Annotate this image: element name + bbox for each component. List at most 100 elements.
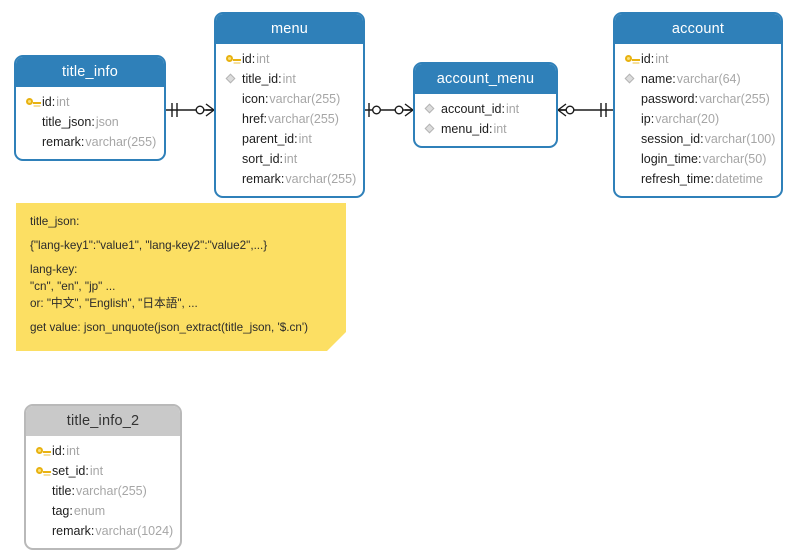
field-name: title [52,484,72,498]
field-type: int [282,72,296,86]
no-icon [25,132,42,152]
field-colon: : [90,524,95,538]
field-colon: : [69,504,73,518]
field-row[interactable]: id: int [26,441,180,461]
field-row[interactable]: session_id: varchar(100) [615,129,781,149]
no-icon [35,501,52,521]
field-row[interactable]: icon: varchar(255) [216,89,363,109]
field-row[interactable]: login_time: varchar(50) [615,149,781,169]
no-icon [624,129,641,149]
field-row[interactable]: remark: varchar(255) [216,169,363,189]
field-type: varchar(100) [704,132,776,146]
field-colon: : [51,95,56,109]
entity-fields-account: id: int name: varchar(64) password: varc… [615,44,781,196]
entity-title-title_info_2: title_info_2 [26,406,180,436]
field-type: json [95,115,119,129]
entity-menu[interactable]: menu id: int title_id: int icon: varchar… [214,12,365,198]
note-line: "cn", "en", "jp" ... [30,280,116,293]
field-name: password [641,92,695,106]
no-icon [35,521,52,541]
field-colon: : [501,102,505,116]
field-row[interactable]: password: varchar(255) [615,89,781,109]
field-type: varchar(255) [85,135,157,149]
field-type: int [298,132,312,146]
field-type: varchar(255) [269,92,341,106]
field-name: title_json [42,115,92,129]
field-colon: : [263,112,268,126]
key-icon [35,441,52,461]
field-row[interactable]: name: varchar(64) [615,69,781,89]
field-row[interactable]: sort_id: int [216,149,363,169]
field-name: remark [242,172,281,186]
field-colon: : [650,112,655,126]
note-line: lang-key: [30,263,78,276]
key-icon [225,49,242,69]
field-type: varchar(50) [702,152,767,166]
field-type: int [89,464,104,478]
field-type: int [256,52,270,66]
field-colon: : [85,464,89,478]
field-row[interactable]: account_id: int [415,99,556,119]
key-icon [35,461,52,481]
entity-account_menu[interactable]: account_menu account_id: int menu_id: in… [413,62,558,148]
field-type: varchar(255) [75,484,147,498]
field-name: remark [42,135,81,149]
diamond-icon [624,69,641,89]
field-name: login_time [641,152,698,166]
field-colon: : [61,444,66,458]
entity-title-menu: menu [216,14,363,44]
field-row[interactable]: title_id: int [216,69,363,89]
field-colon: : [91,115,95,129]
entity-fields-menu: id: int title_id: int icon: varchar(255)… [216,44,363,196]
field-row[interactable]: parent_id: int [216,129,363,149]
no-icon [624,169,641,189]
field-row[interactable]: id: int [216,49,363,69]
field-row[interactable]: title: varchar(255) [26,481,180,501]
field-row[interactable]: tag: enum [26,501,180,521]
no-icon [35,481,52,501]
field-row[interactable]: remark: varchar(255) [16,132,164,152]
diamond-icon [424,99,441,119]
field-name: set_id [52,464,86,478]
field-name: id [641,52,651,66]
sticky-note-title-json[interactable]: title_json: {"lang-key1":"value1", "lang… [16,203,346,351]
no-icon [225,89,242,109]
field-type: int [284,152,298,166]
field-colon: : [80,135,85,149]
field-name: icon [242,92,265,106]
no-icon [225,109,242,129]
field-row[interactable]: remark: varchar(1024) [26,521,180,541]
note-line: get value: json_unquote(json_extract(tit… [30,321,308,334]
field-row[interactable]: refresh_time: datetime [615,169,781,189]
field-colon: : [650,52,655,66]
entity-account[interactable]: account id: int name: varchar(64) passwo… [613,12,783,198]
field-colon: : [278,72,282,86]
no-icon [25,112,42,132]
entity-title_info_2[interactable]: title_info_2 id: int set_id: int title: … [24,404,182,550]
entity-fields-title_info: id: int title_json: json remark: varchar… [16,87,164,159]
field-name: remark [52,524,91,538]
field-row[interactable]: href: varchar(255) [216,109,363,129]
field-name: sort_id [242,152,280,166]
entity-title_info[interactable]: title_info id: int title_json: json rema… [14,55,166,161]
relationship-title_info-menu [166,103,215,117]
field-row[interactable]: id: int [16,92,164,112]
field-row[interactable]: title_json: json [16,112,164,132]
field-colon: : [488,122,493,136]
field-colon: : [294,132,298,146]
field-name: title_id [242,72,279,86]
field-colon: : [264,92,269,106]
field-type: int [655,52,669,66]
field-name: href [242,112,264,126]
field-type: int [66,444,80,458]
entity-fields-title_info_2: id: int set_id: int title: varchar(255) … [26,436,180,548]
field-row[interactable]: menu_id: int [415,119,556,139]
field-name: account_id [441,102,502,116]
field-name: tag [52,504,70,518]
field-type: datetime [714,172,763,186]
field-row[interactable]: ip: varchar(20) [615,109,781,129]
entity-fields-account_menu: account_id: int menu_id: int [415,94,556,146]
field-name: id [242,52,252,66]
field-row[interactable]: id: int [615,49,781,69]
field-row[interactable]: set_id: int [26,461,180,481]
